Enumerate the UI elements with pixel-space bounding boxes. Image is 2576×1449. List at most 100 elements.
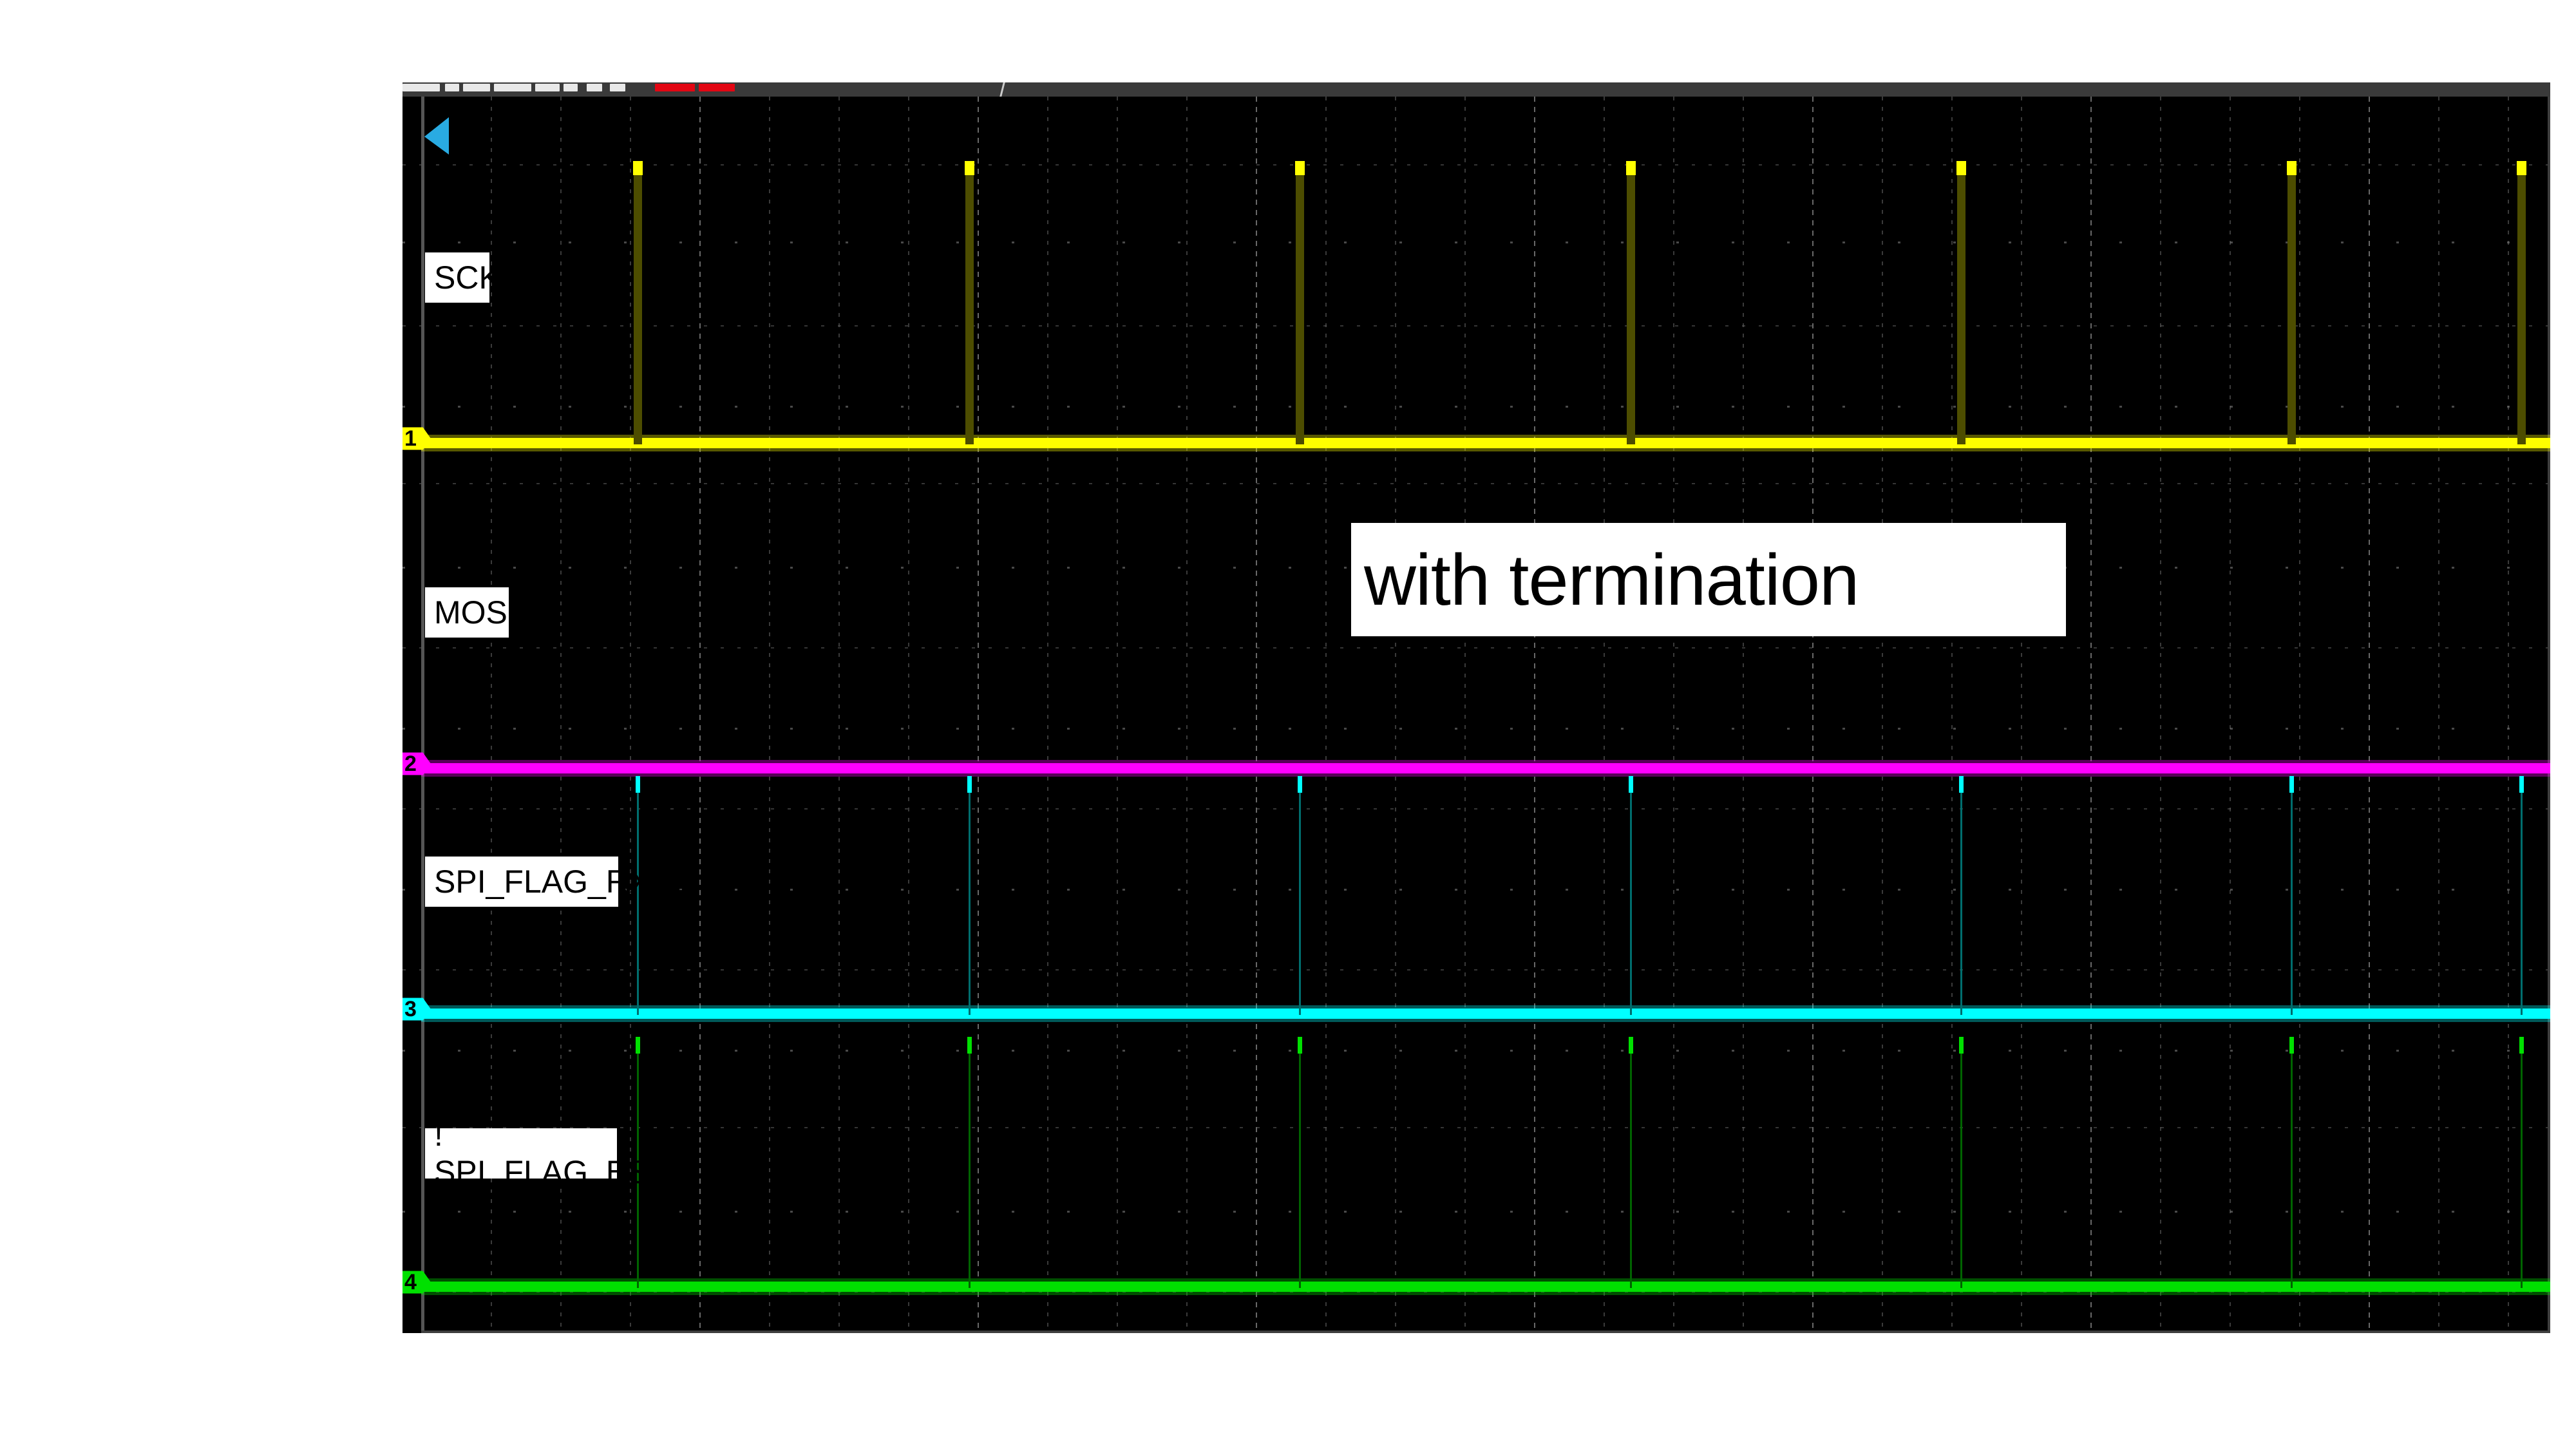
grid-line-horizontal (402, 808, 2550, 810)
pulse-overshoot-cap (1295, 161, 1305, 175)
grid-tick-row (402, 242, 2550, 243)
trace-baseline-ch1 (421, 438, 2550, 448)
waveform-spike-ch4 (967, 1037, 972, 1288)
grid-line-horizontal (402, 325, 2550, 327)
waveform-spike-ch4 (1959, 1037, 1964, 1288)
grid-line-vertical (1743, 97, 1744, 1333)
grid-line-vertical (2021, 97, 2022, 1333)
toolbar-tb-3[interactable] (463, 84, 490, 91)
grid-line-vertical (1117, 97, 1118, 1333)
waveform-spike-ch4 (2289, 1037, 2294, 1288)
waveform-pulse-ch1 (1626, 161, 1636, 444)
toolbar-tb-record[interactable] (655, 84, 695, 91)
waveform-pulse-ch1 (1956, 161, 1966, 444)
grid-line-vertical (560, 97, 562, 1333)
toolbar-tb-1[interactable] (402, 84, 440, 91)
waveform-pulse-ch1 (633, 161, 643, 444)
grid-line-vertical (2160, 97, 2161, 1333)
pulse-overshoot-cap (633, 161, 643, 175)
waveform-pulse-ch1 (2517, 161, 2526, 444)
waveform-pulse-ch1 (965, 161, 974, 444)
spike-bright-cap (636, 1037, 640, 1054)
grid-line-vertical (1325, 97, 1327, 1333)
toolbar-separator-slash (999, 82, 1005, 97)
spike-stem (2291, 1037, 2293, 1288)
spike-stem (637, 776, 639, 1015)
waveform-pulse-ch1 (2287, 161, 2297, 444)
waveform-spike-ch4 (1629, 1037, 1633, 1288)
toolbar-tb-2[interactable] (445, 84, 459, 91)
application-toolbar-strip[interactable] (402, 82, 2550, 97)
grid-line-vertical (1047, 97, 1048, 1333)
annotation-mosi: MOSI (425, 587, 516, 638)
spike-bright-cap (636, 776, 640, 793)
grid-line-vertical (908, 97, 909, 1333)
grid-tick-row (402, 1211, 2550, 1213)
annotation-sck: SCK (425, 252, 500, 303)
waveform-spike-ch3 (2519, 776, 2524, 1015)
plot-bottom-frame (421, 1331, 2550, 1333)
grid-line-vertical (1464, 97, 1466, 1333)
spike-bright-cap (1298, 776, 1302, 793)
spike-bright-cap (2519, 776, 2524, 793)
grid-line-vertical (2090, 97, 2092, 1333)
trace-baseline-ch3 (421, 1009, 2550, 1019)
grid-line-vertical (1951, 97, 1953, 1333)
waveform-spike-ch3 (1959, 776, 1964, 1015)
grid-line-vertical (2438, 97, 2439, 1333)
pulse-body (2287, 161, 2296, 444)
spike-stem (637, 1037, 639, 1288)
pulse-body (1957, 161, 1965, 444)
graticule-grid (402, 97, 2550, 1333)
grid-line-vertical (2230, 97, 2231, 1333)
toolbar-tb-7[interactable] (587, 84, 602, 91)
grid-line-vertical (630, 97, 631, 1333)
pulse-overshoot-cap (2287, 161, 2297, 175)
spike-stem (969, 776, 971, 1015)
toolbar-tb-5[interactable] (535, 84, 560, 91)
pulse-body (965, 161, 974, 444)
toolbar-tb-6[interactable] (564, 84, 578, 91)
pulse-overshoot-cap (1626, 161, 1636, 175)
spike-bright-cap (1959, 776, 1964, 793)
spike-stem (969, 1037, 971, 1288)
waveform-spike-ch4 (2519, 1037, 2524, 1288)
grid-tick-row (402, 406, 2550, 408)
trace-baseline-ch2 (421, 763, 2550, 773)
pulse-overshoot-cap (965, 161, 974, 175)
grid-line-vertical (769, 97, 770, 1333)
spike-bright-cap (2289, 776, 2294, 793)
spike-stem (1630, 1037, 1632, 1288)
waveform-spike-ch3 (2289, 776, 2294, 1015)
grid-line-horizontal (402, 483, 2550, 484)
waveform-pulse-ch1 (1295, 161, 1305, 444)
toolbar-tb-4[interactable] (494, 84, 531, 91)
grid-line-vertical (1812, 97, 1814, 1333)
annotation-spi-flag-rxne: SPI_FLAG_RXNE (425, 857, 696, 907)
spike-bright-cap (1629, 1037, 1633, 1054)
grid-line-vertical (1395, 97, 1396, 1333)
grid-line-horizontal (402, 969, 2550, 971)
spike-bright-cap (967, 1037, 972, 1054)
grid-line-vertical (1534, 97, 1535, 1333)
grid-line-vertical (838, 97, 840, 1333)
spike-bright-cap (1959, 1037, 1964, 1054)
grid-line-horizontal (402, 647, 2550, 649)
spike-bright-cap (967, 776, 972, 793)
toolbar-tb-stop[interactable] (699, 84, 735, 91)
waveform-spike-ch3 (967, 776, 972, 1015)
spike-stem (1299, 1037, 1301, 1288)
grid-line-vertical (491, 97, 492, 1333)
grid-line-horizontal (402, 1127, 2550, 1128)
grid-line-vertical (978, 97, 979, 1333)
grid-line-vertical (1673, 97, 1674, 1333)
spike-stem (1960, 1037, 1962, 1288)
toolbar-tb-8[interactable] (610, 84, 625, 91)
grid-line-vertical (2508, 97, 2509, 1333)
spike-stem (1630, 776, 1632, 1015)
waveform-spike-ch3 (636, 776, 640, 1015)
pulse-body (2517, 161, 2526, 444)
grid-tick-row (402, 728, 2550, 730)
waveform-spike-ch3 (1629, 776, 1633, 1015)
